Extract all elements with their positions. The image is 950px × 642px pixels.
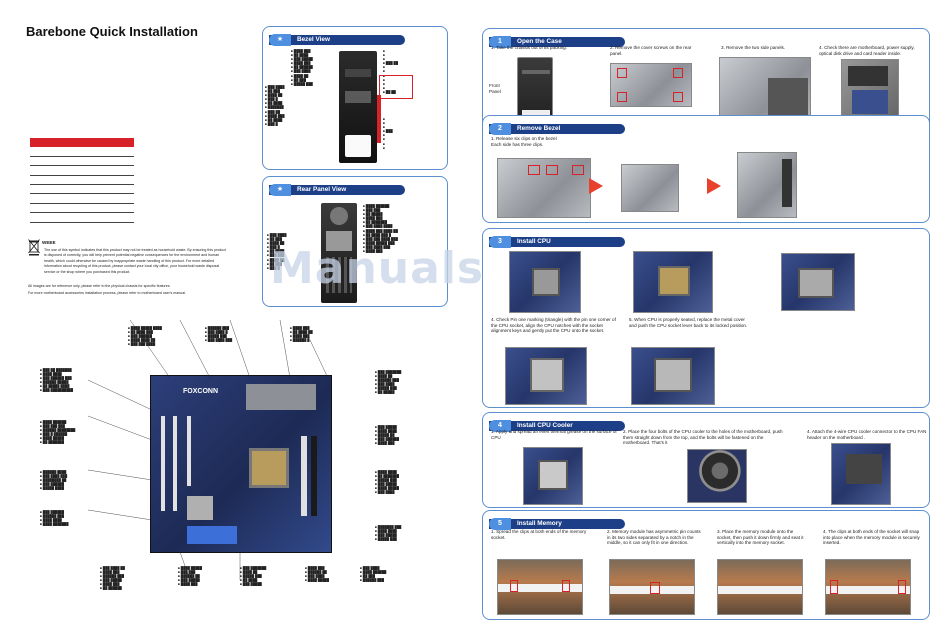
remove-bezel-panel: 2 Remove Bezel 1. Release six clips on t… [482, 115, 930, 223]
install-memory-step-2: 2. Memory module has asymmetric pin coun… [607, 529, 701, 546]
thermal-grease-photo [523, 447, 583, 505]
rear-panel-view-header: ★ Rear Panel View [269, 184, 405, 196]
bezel-view-title: Bezel View [297, 36, 330, 43]
install-memory-step-3: 3. Place the memory module onto the sock… [717, 529, 804, 546]
open-case-header: 1 Open the Case [489, 36, 625, 48]
board-brand: FOXCONN [183, 388, 218, 395]
install-cpu-step-5: 5. When CPU is properly seated, replace … [629, 317, 748, 328]
bezel-view-header: ★ Bezel View [269, 34, 405, 46]
cpu-locked-photo [631, 347, 715, 405]
bezel-removing-photo [621, 164, 679, 212]
memory-seated-photo [825, 559, 911, 615]
open-case-step-2: 2. Remove the cover screws on the rear p… [610, 45, 692, 56]
weee-text: The use of this symbol indicates that th… [44, 248, 226, 274]
arrow-right-icon [589, 178, 603, 194]
install-cooler-step-4: 4. Attach the 4-wire CPU cooler connecto… [807, 429, 927, 440]
weee-heading: WEEE [42, 240, 56, 245]
cooler-connector-photo [831, 443, 891, 505]
remove-bezel-title: Remove Bezel [517, 125, 561, 132]
cooler-mounting-photo [687, 449, 747, 503]
memory-clips-photo [497, 559, 583, 615]
memory-notch-photo [609, 559, 695, 615]
note-motherboard: For more motherboard accessories install… [28, 291, 187, 295]
remove-bezel-header: 2 Remove Bezel [489, 123, 625, 135]
chassis-rear-image [321, 203, 357, 303]
open-case-step-4: 4. Check there are motherboard, power su… [819, 45, 915, 56]
bezel-removed-photo [737, 152, 797, 218]
remove-bezel-instructions: 1. Release six clips on the bezel Each s… [491, 136, 557, 147]
install-cpu-cooler-header: 4 Install CPU Cooler [489, 420, 625, 432]
install-cpu-panel: 3 Install CPU 4. Check Pin one marking (… [482, 228, 930, 408]
step-number-4: 4 [489, 420, 511, 432]
arrow-right-icon [707, 178, 721, 194]
note-reference: All images are for reference only, pleas… [28, 284, 171, 288]
install-cpu-cooler-title: Install CPU Cooler [517, 422, 573, 429]
install-cooler-step-2: 2. Place the four bolts of the CPU coole… [623, 429, 783, 446]
install-cpu-step-4: 4. Check Pin one marking (triangle) with… [491, 317, 616, 334]
install-memory-step-1: 1. Spread the clips at both ends of the … [491, 529, 587, 540]
bezel-clips-photo [497, 158, 591, 218]
weee-bin-icon [28, 239, 40, 256]
install-cooler-step-1: 1. Apply and spread an even thermal grea… [491, 429, 617, 440]
open-case-step-1: 1. Take the chassis out of its packing. [491, 45, 568, 50]
step-number-5: 5 [489, 518, 511, 530]
install-memory-panel: 5 Install Memory 1. Spread the clips at … [482, 510, 930, 620]
open-case-step-3: 3. Remove the two side panels. [721, 45, 786, 50]
cpu-inserted-photo [505, 347, 587, 405]
star-icon: ★ [269, 34, 291, 46]
rear-panel-view-title: Rear Panel View [297, 186, 347, 193]
cpu-socket-open-photo [633, 251, 713, 313]
chassis-front-image [339, 51, 377, 163]
cpu-socket-cover-photo [781, 253, 855, 311]
document-title: Barebone Quick Installation [26, 24, 198, 39]
bezel-view-panel: ★ Bezel View ■ ████ ███■ ██ ████■ ███ ██… [262, 26, 448, 170]
cpu-socket-lever-photo [509, 251, 581, 313]
motherboard-diagram: FOXCONN [150, 375, 332, 553]
rear-panel-view-panel: ★ Rear Panel View ■ ███ ████■ ██ ███■ ██… [262, 176, 448, 307]
rear-screws-photo [610, 63, 692, 107]
step-number-2: 2 [489, 123, 511, 135]
motherboard-leader-lines [87, 320, 329, 581]
install-memory-step-4: 4. The clips at both ends of the socket … [823, 529, 920, 546]
install-cpu-title: Install CPU [517, 238, 551, 245]
install-memory-header: 5 Install Memory [489, 518, 625, 530]
spec-table-header [30, 138, 134, 147]
star-icon: ★ [269, 184, 291, 196]
install-cpu-cooler-panel: 4 Install CPU Cooler 1. Apply and spread… [482, 412, 930, 508]
install-cpu-header: 3 Install CPU [489, 236, 625, 248]
step-number-1: 1 [489, 36, 511, 48]
memory-insert-photo [717, 559, 803, 615]
spec-table [30, 138, 134, 223]
install-memory-title: Install Memory [517, 520, 562, 527]
case-interior-photo [841, 59, 899, 119]
step-number-3: 3 [489, 236, 511, 248]
open-case-title: Open the Case [517, 38, 562, 45]
